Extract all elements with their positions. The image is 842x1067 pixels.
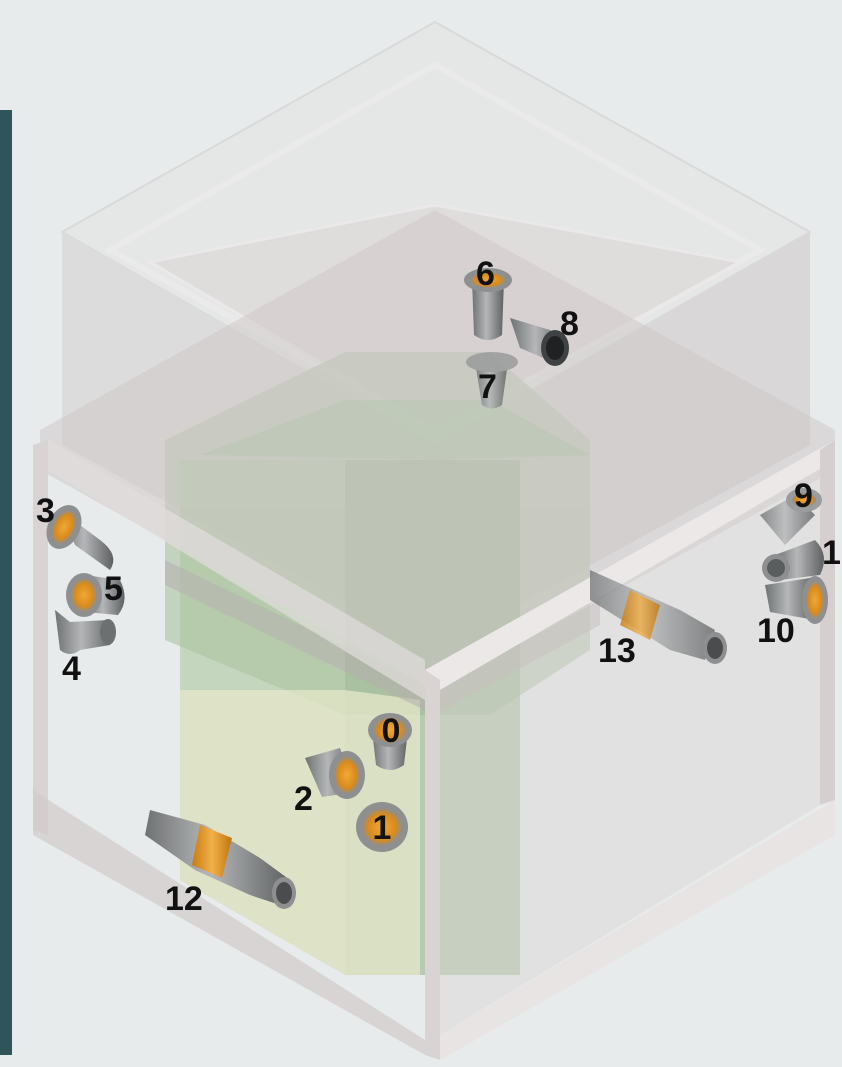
label-7: 7 [478,368,497,406]
label-4: 4 [62,650,81,688]
label-9: 9 [794,477,813,515]
label-2: 2 [294,780,313,818]
label-5: 5 [104,570,123,608]
label-6: 6 [476,255,495,293]
label-3: 3 [36,492,55,530]
label-13: 13 [598,632,636,670]
label-1: 1 [373,809,392,847]
label-11: 1 [822,534,841,572]
label-8: 8 [560,305,579,343]
label-10: 10 [757,612,795,650]
left-side-strip [0,110,12,1055]
label-12: 12 [165,880,203,918]
label-0: 0 [382,712,401,750]
